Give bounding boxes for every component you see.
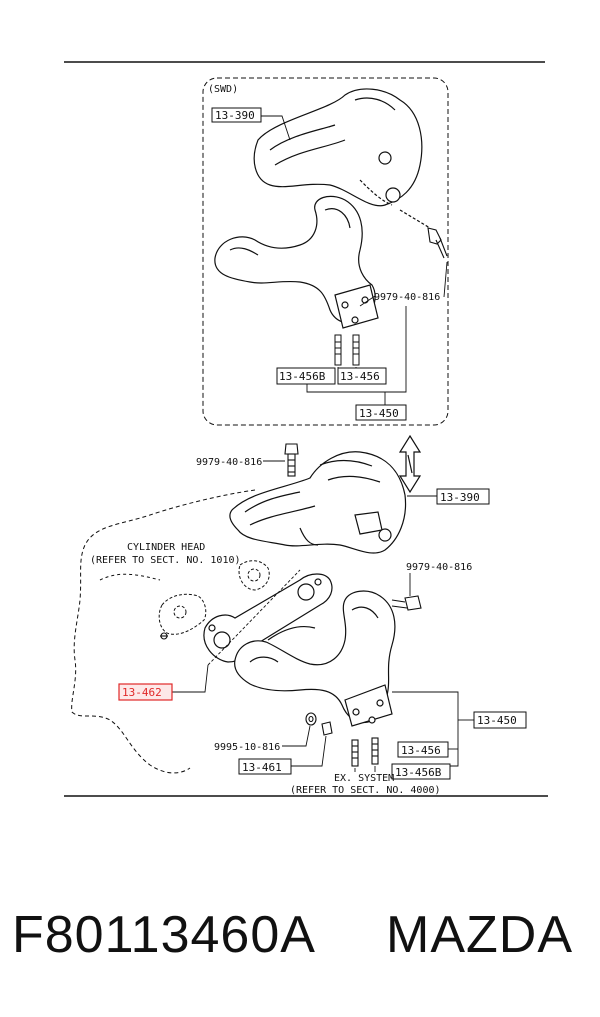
- label-13-390-top: 13-390: [215, 109, 255, 122]
- label-box-13-461: [238, 758, 292, 775]
- inset-manifold: [214, 195, 379, 329]
- label-13-461: 13-461: [242, 761, 282, 774]
- label-13-450-top: 13-450: [359, 407, 399, 420]
- ex-system-label-1: EX. SYSTEM: [334, 773, 394, 784]
- inset-leader-lines: [261, 115, 448, 405]
- main-heat-shield: [229, 451, 407, 554]
- label-box-13-450-top: [355, 404, 407, 421]
- inset-bolt: [427, 227, 448, 259]
- swd-tag: (SWD): [208, 84, 238, 95]
- main-leader-lines: [172, 460, 474, 772]
- main-bolts: [160, 443, 422, 767]
- label-13-450-main: 13-450: [477, 714, 517, 727]
- label-box-13-456-top: [337, 367, 387, 385]
- label-box-13-390-top: [211, 107, 262, 123]
- label-box-13-456b-main: [391, 763, 451, 780]
- gaskets: [158, 560, 270, 635]
- swd-inset-box: [202, 77, 449, 426]
- inset-heat-shield: [253, 88, 431, 229]
- label-13-456b-main: 13-456B: [395, 766, 442, 779]
- label-9979-40-816-top: 9979-40-816: [374, 292, 440, 303]
- label-box-13-462-highlight: [118, 683, 173, 701]
- label-9979-40-816-b: 9979-40-816: [406, 562, 472, 573]
- part-number-caption: F80113460A: [12, 906, 316, 964]
- label-13-456-top: 13-456: [340, 370, 380, 383]
- label-box-13-390-main: [436, 488, 490, 505]
- label-13-390-main: 13-390: [440, 491, 480, 504]
- label-box-13-450-main: [473, 711, 527, 729]
- label-13-462: 13-462: [122, 686, 162, 699]
- ex-system-label-2: (REFER TO SECT. NO. 4000): [290, 785, 441, 796]
- cylinder-head-label-2: (REFER TO SECT. NO. 1010): [90, 555, 241, 566]
- inset-studs: [334, 334, 360, 366]
- brand-caption: MAZDA: [386, 906, 573, 964]
- label-box-13-456b-top: [276, 367, 336, 385]
- cylinder-head-label-1: CYLINDER HEAD: [127, 542, 205, 553]
- label-9979-40-816-a: 9979-40-816: [196, 457, 262, 468]
- exhaust-manifold-diagram: (SWD): [64, 61, 548, 797]
- label-9995-10-816: 9995-10-816: [214, 742, 280, 753]
- label-13-456-main: 13-456: [401, 744, 441, 757]
- label-box-13-456-main: [397, 741, 449, 758]
- cylinder-head-outline: [71, 489, 256, 774]
- double-arrow-icon: [398, 434, 422, 494]
- main-manifold: [234, 590, 396, 727]
- label-13-456b-top: 13-456B: [279, 370, 326, 383]
